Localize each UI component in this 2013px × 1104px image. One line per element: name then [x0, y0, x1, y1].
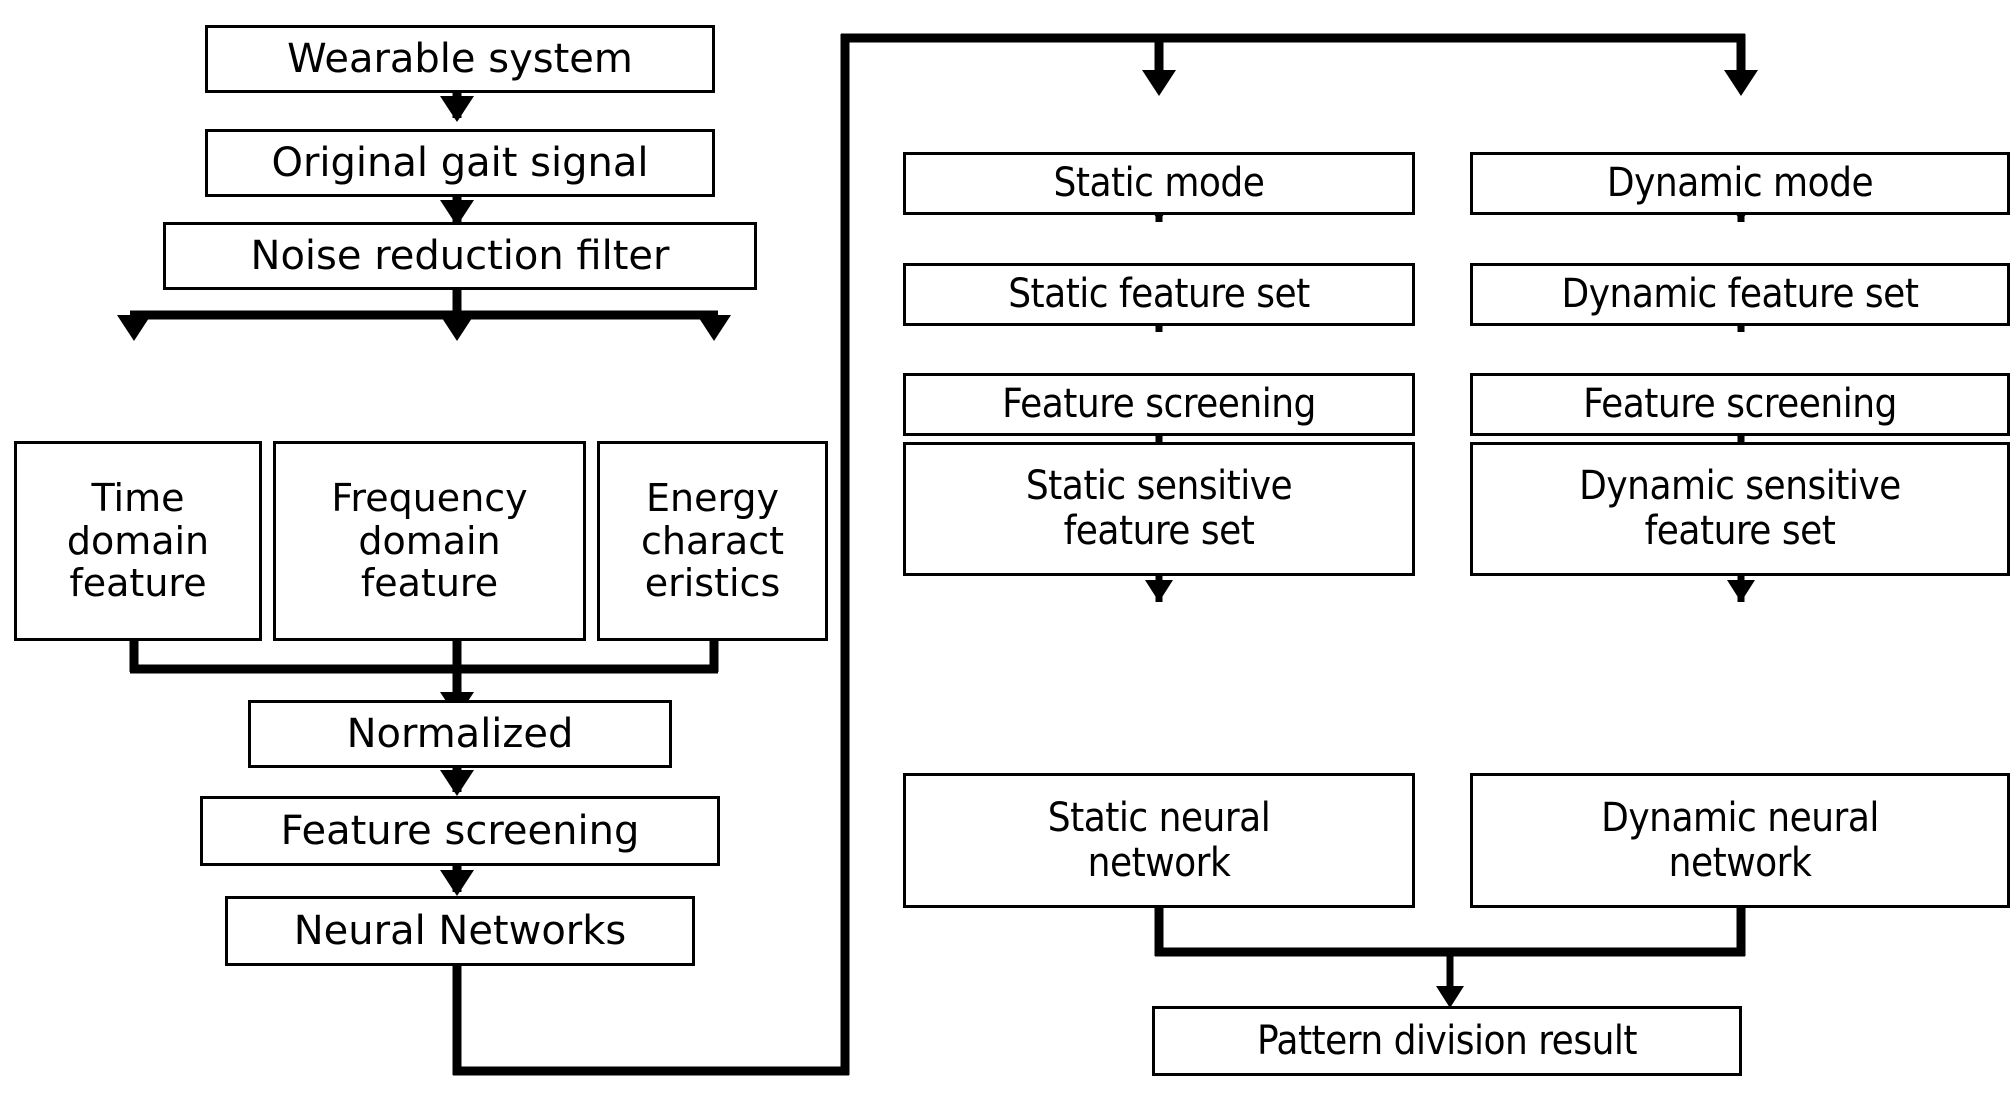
arrowhead-to-dynamic-mode	[1724, 70, 1758, 96]
node-feature-screening[interactable]: Feature screening	[200, 796, 720, 866]
node-static-feature-set[interactable]: Static feature set	[903, 263, 1415, 326]
arrowhead-to-pattern-division-result	[1436, 986, 1464, 1008]
node-static-sensitive-feature-set[interactable]: Static sensitive feature set	[903, 442, 1415, 576]
node-neural-networks[interactable]: Neural Networks	[225, 896, 695, 966]
arrowhead-to-neural-networks	[440, 870, 474, 896]
node-noise-reduction-filter[interactable]: Noise reduction filter	[163, 222, 757, 290]
node-dynamic-feature-screening[interactable]: Feature screening	[1470, 373, 2010, 436]
node-time-domain-feature[interactable]: Time domain feature	[14, 441, 262, 641]
node-static-neural-network[interactable]: Static neural network	[903, 773, 1415, 908]
node-normalized[interactable]: Normalized	[248, 700, 672, 768]
node-static-feature-screening[interactable]: Feature screening	[903, 373, 1415, 436]
node-wearable-system[interactable]: Wearable system	[205, 25, 715, 93]
node-dynamic-mode[interactable]: Dynamic mode	[1470, 152, 2010, 215]
node-dynamic-feature-set[interactable]: Dynamic feature set	[1470, 263, 2010, 326]
node-dynamic-neural-network[interactable]: Dynamic neural network	[1470, 773, 2010, 908]
arrowhead-to-original-gait-signal	[440, 96, 474, 122]
node-frequency-domain-feature[interactable]: Frequency domain feature	[273, 441, 586, 641]
node-dynamic-sensitive-feature-set[interactable]: Dynamic sensitive feature set	[1470, 442, 2010, 576]
arrowhead-to-time-domain-feature	[117, 315, 151, 341]
arrowhead-to-energy-characteristics	[697, 315, 731, 341]
arrowhead-to-static-neural-network	[1145, 580, 1173, 602]
node-original-gait-signal[interactable]: Original gait signal	[205, 129, 715, 197]
node-pattern-division-result[interactable]: Pattern division result	[1152, 1006, 1742, 1076]
arrowhead-to-frequency-domain-feature	[440, 315, 474, 341]
arrowhead-to-dynamic-neural-network	[1727, 580, 1755, 602]
node-energy-characteristics[interactable]: Energy charact eristics	[597, 441, 828, 641]
arrowhead-to-static-mode	[1142, 70, 1176, 96]
node-static-mode[interactable]: Static mode	[903, 152, 1415, 215]
arrowhead-to-feature-screening	[440, 770, 474, 796]
